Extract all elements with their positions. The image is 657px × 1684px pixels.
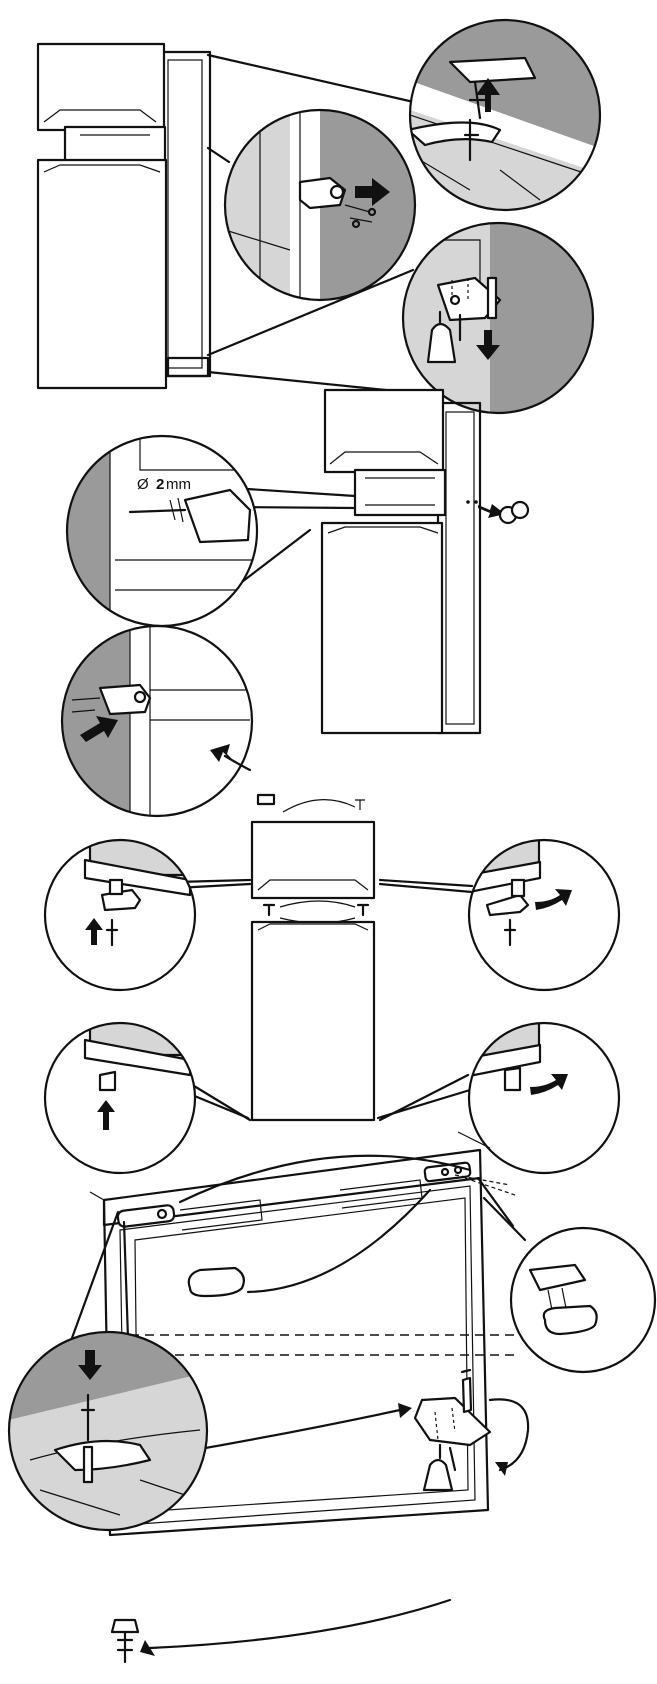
zoom-middle-hinge xyxy=(223,108,417,302)
fridge-section-2 xyxy=(194,388,530,735)
zoom-drill: Ø 2 mm xyxy=(65,434,259,628)
fridge-section-1 xyxy=(36,42,437,397)
zoom-top-left-pin xyxy=(43,838,197,992)
zoom-bottom-hinge xyxy=(401,221,595,415)
drill-size-unit: mm xyxy=(166,476,191,493)
drill-size-value: 2 xyxy=(156,476,164,493)
zoom-top-right-pin xyxy=(467,838,621,992)
zoom-hinge-refit xyxy=(60,624,254,818)
zoom-top-hinge-refit xyxy=(7,1330,209,1532)
doors-section-3 xyxy=(174,744,474,1122)
drill-diameter-symbol: Ø xyxy=(137,476,149,493)
zoom-hinge-cover-parts xyxy=(509,1226,657,1374)
zoom-bottom-left-pin xyxy=(43,1021,197,1175)
zoom-bottom-right-pin xyxy=(467,1021,621,1175)
